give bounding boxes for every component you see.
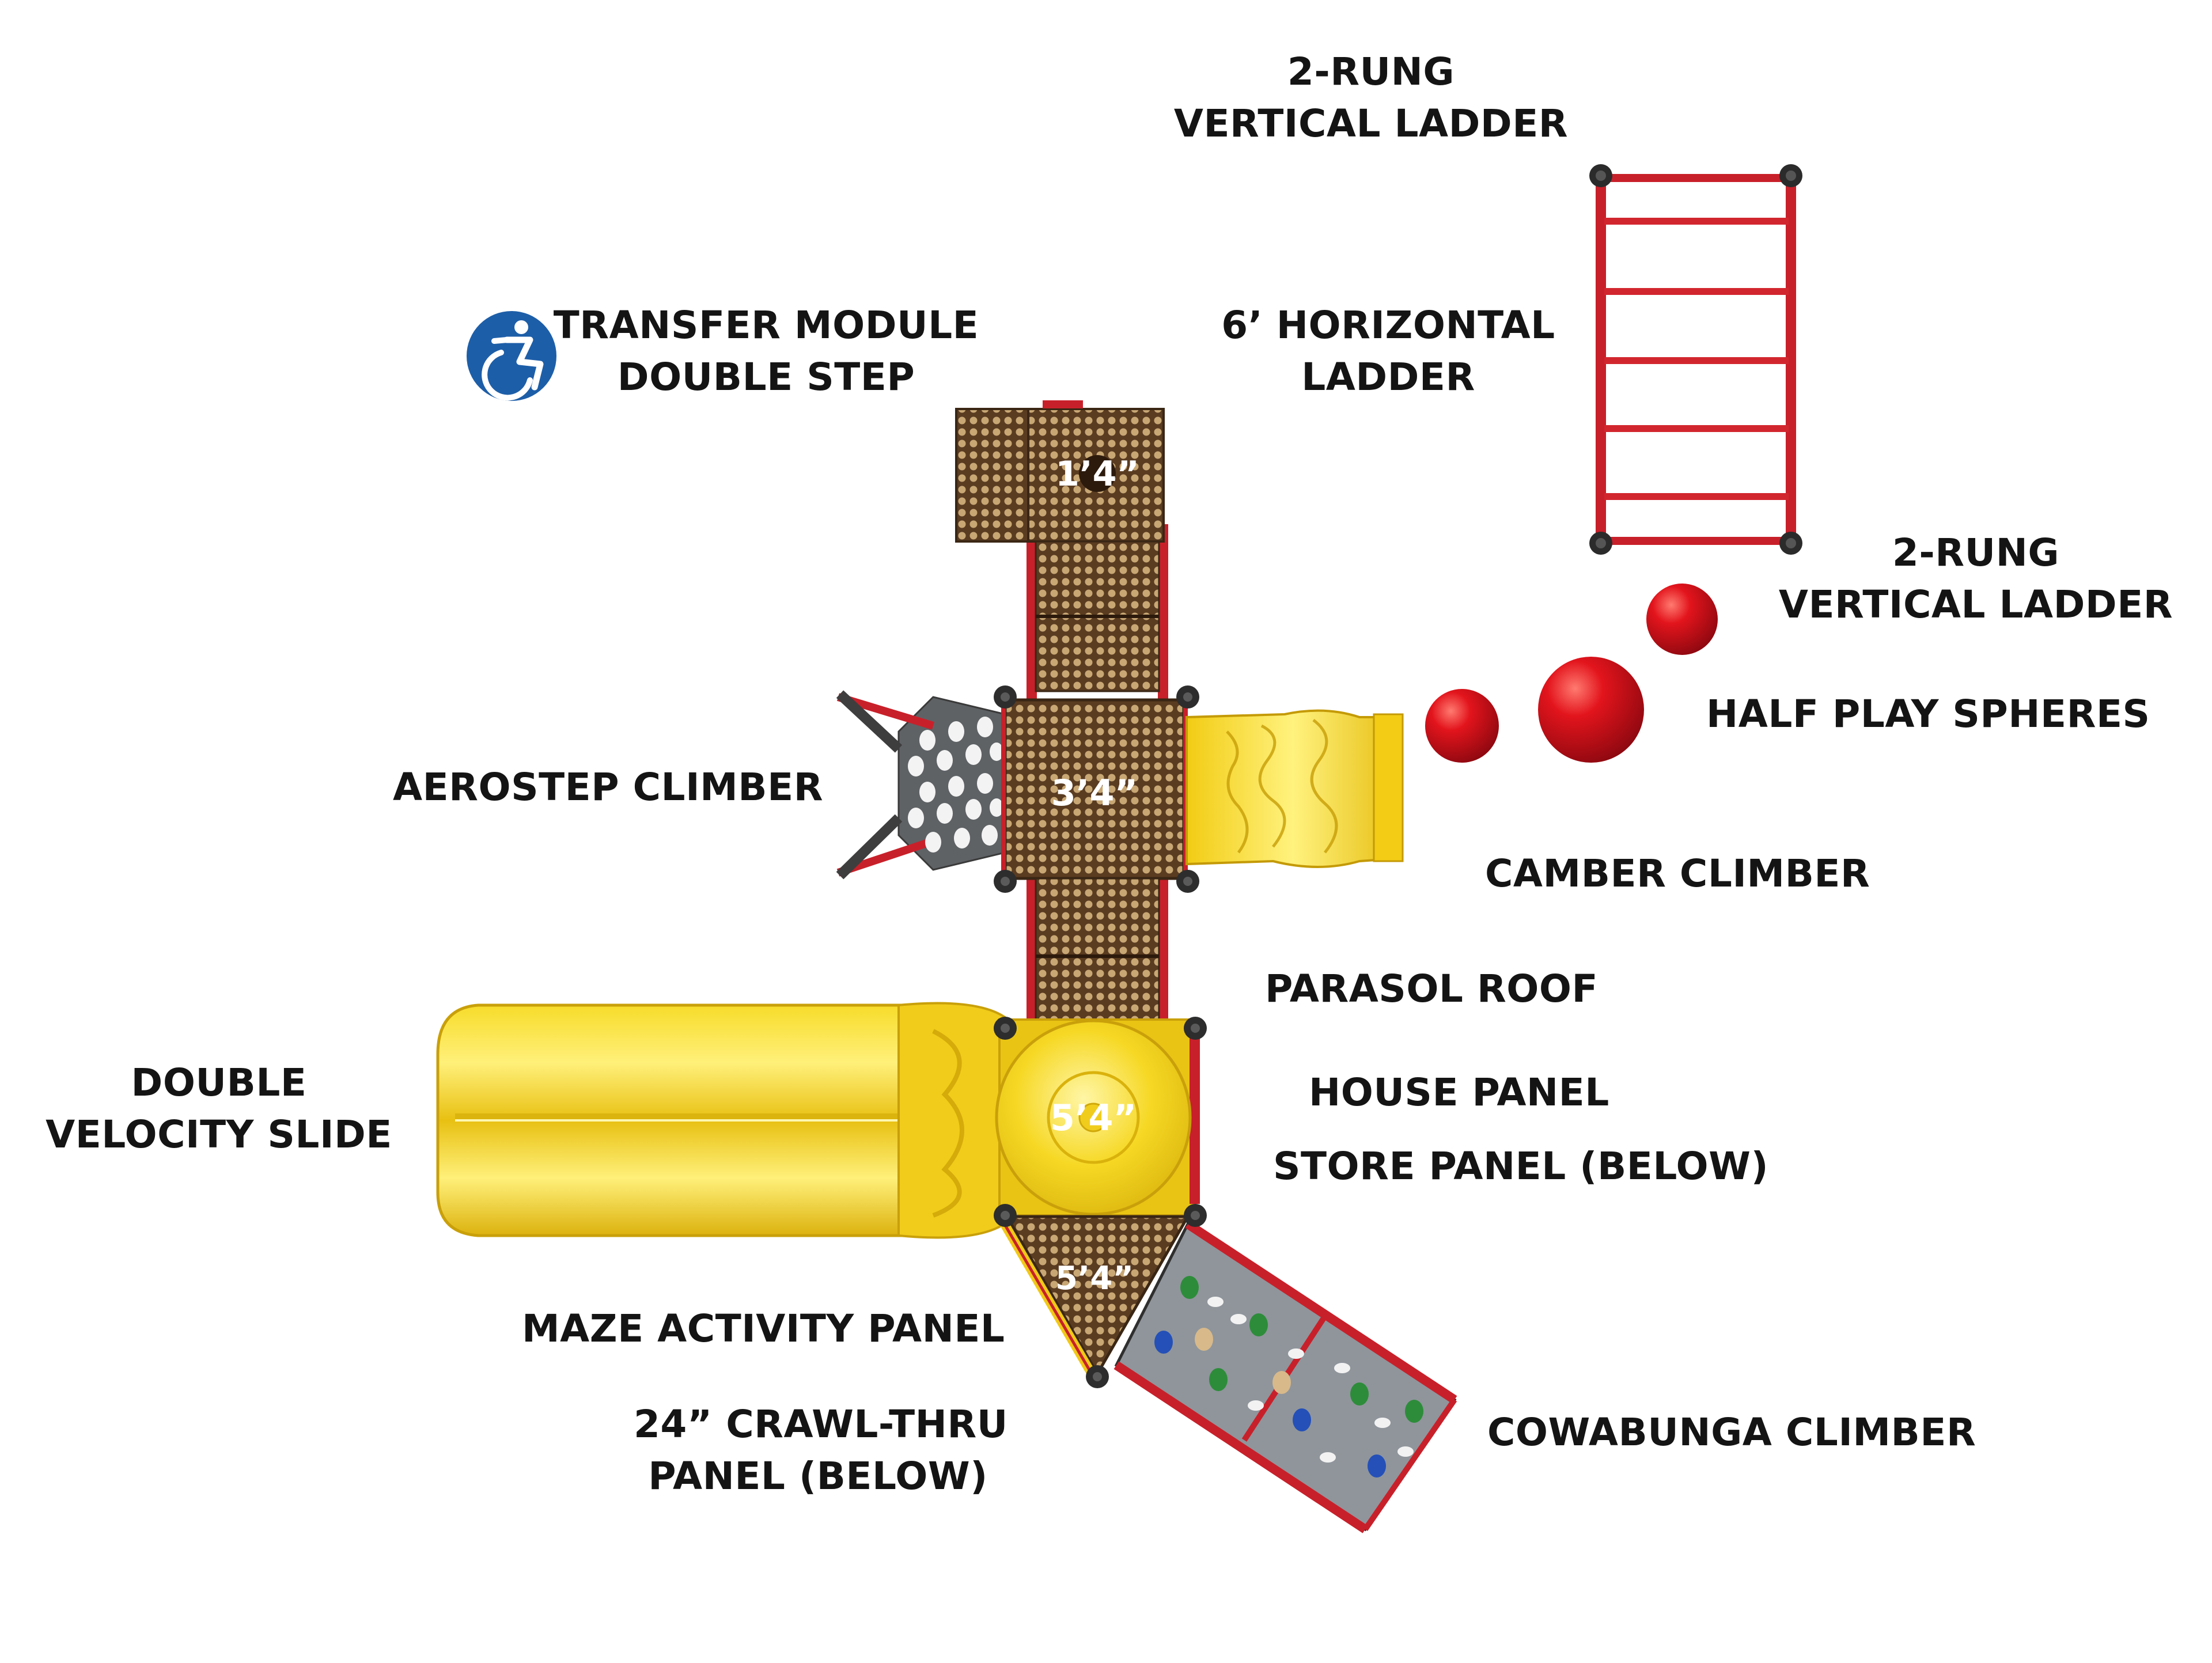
top-deck: 5’4” <box>995 1018 1200 1217</box>
climbing-holds <box>1154 1276 1423 1478</box>
half-play-sphere <box>1646 584 1718 655</box>
label-line: VERTICAL LADDER <box>1173 101 1569 146</box>
triangle-deck: 5’4” <box>995 1213 1191 1380</box>
aerostep-climber <box>836 690 1006 880</box>
label-vertical-ladder-right: 2-RUNG VERTICAL LADDER <box>1763 527 2189 631</box>
label-crawl-thru-panel: 24” CRAWL-THRU PANEL (BELOW) <box>634 1399 1008 1502</box>
lower-steps <box>1035 877 1160 1026</box>
label-store-panel: STORE PANEL (BELOW) <box>1273 1144 1769 1188</box>
label-aerostep-climber: AEROSTEP CLIMBER <box>393 765 824 809</box>
deck-height-transfer: 1’4” <box>1055 454 1139 494</box>
label-line: 2-RUNG <box>1287 50 1455 94</box>
label-line: LADDER <box>1301 355 1475 399</box>
deck-height-mid: 3’4” <box>1051 772 1138 814</box>
deck-height-top: 5’4” <box>1050 1097 1137 1139</box>
ladder-rail-left <box>1596 173 1606 547</box>
wheelchair-accessibility-icon <box>467 311 556 401</box>
label-line: 24” CRAWL-THRU <box>634 1402 1008 1446</box>
camber-climber <box>1185 709 1404 868</box>
cowabunga-climber <box>1113 1220 1457 1533</box>
mid-deck: 3’4” <box>1001 697 1188 881</box>
label-line: VERTICAL LADDER <box>1778 582 2173 627</box>
label-camber-climber: CAMBER CLIMBER <box>1485 851 1870 896</box>
half-play-sphere <box>1425 689 1499 763</box>
ladder-rail-right <box>1786 173 1796 547</box>
deck-height-triangle: 5’4” <box>1055 1260 1134 1297</box>
upper-steps <box>1035 540 1160 692</box>
label-line: DOUBLE <box>131 1060 307 1105</box>
transfer-module: 1’4” <box>955 400 1165 543</box>
double-velocity-slide <box>436 1002 1015 1239</box>
label-line: VELOCITY SLIDE <box>46 1112 392 1157</box>
label-parasol-roof: PARASOL ROOF <box>1265 967 1599 1011</box>
label-house-panel: HOUSE PANEL <box>1309 1070 1609 1115</box>
label-half-play-spheres: HALF PLAY SPHERES <box>1706 692 2150 736</box>
label-maze-activity-panel: MAZE ACTIVITY PANEL <box>522 1306 1005 1351</box>
label-double-velocity-slide: DOUBLE VELOCITY SLIDE <box>35 1057 403 1161</box>
half-play-sphere <box>1538 657 1644 763</box>
aerostep-holes <box>908 717 1003 853</box>
label-line: DOUBLE STEP <box>617 355 915 399</box>
label-line: 2-RUNG <box>1892 531 2060 575</box>
label-transfer-module: TRANSFER MODULE DOUBLE STEP <box>553 300 979 403</box>
label-vertical-ladder-top: 2-RUNG VERTICAL LADDER <box>1164 46 1578 150</box>
transfer-step-lower <box>955 408 1032 543</box>
label-line: 6’ HORIZONTAL <box>1221 303 1555 347</box>
label-line: TRANSFER MODULE <box>553 303 979 347</box>
label-horizontal-ladder: 6’ HORIZONTAL LADDER <box>1181 300 1596 403</box>
half-play-spheres <box>1425 584 1718 763</box>
label-cowabunga-climber: COWABUNGA CLIMBER <box>1487 1410 1976 1454</box>
label-line: PANEL (BELOW) <box>648 1454 988 1498</box>
horizontal-ladder <box>1589 164 1802 555</box>
